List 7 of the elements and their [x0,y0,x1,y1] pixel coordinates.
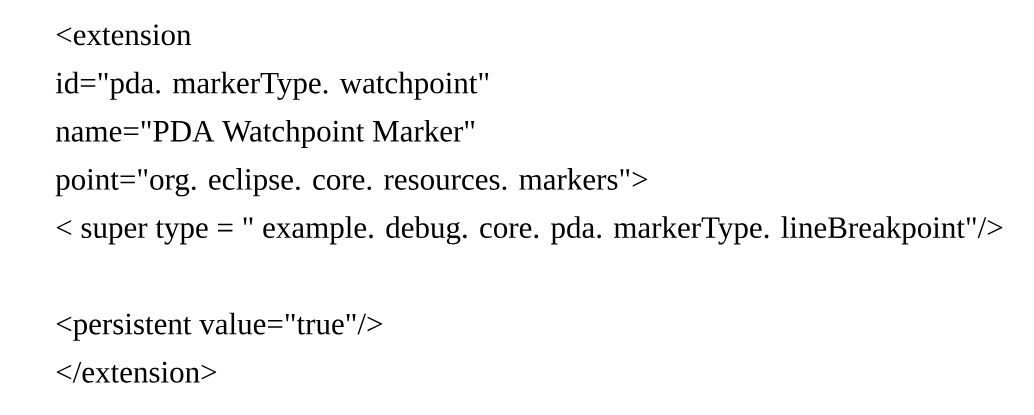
code-line: name="PDA Watchpoint Marker" [55,119,475,148]
code-line: <persistent value="true"/> [56,312,382,341]
code-line: </extension> [56,361,217,383]
code-line: < super type = " example. debug. core. pda. markerType. lineBreakpoint"/> [56,216,1003,245]
code-line: point="org. eclipse. core. resources. markers"> [55,168,648,197]
code-line: id="pda. markerType. watchpoint" [55,71,489,100]
code-line: <extension [56,24,192,46]
